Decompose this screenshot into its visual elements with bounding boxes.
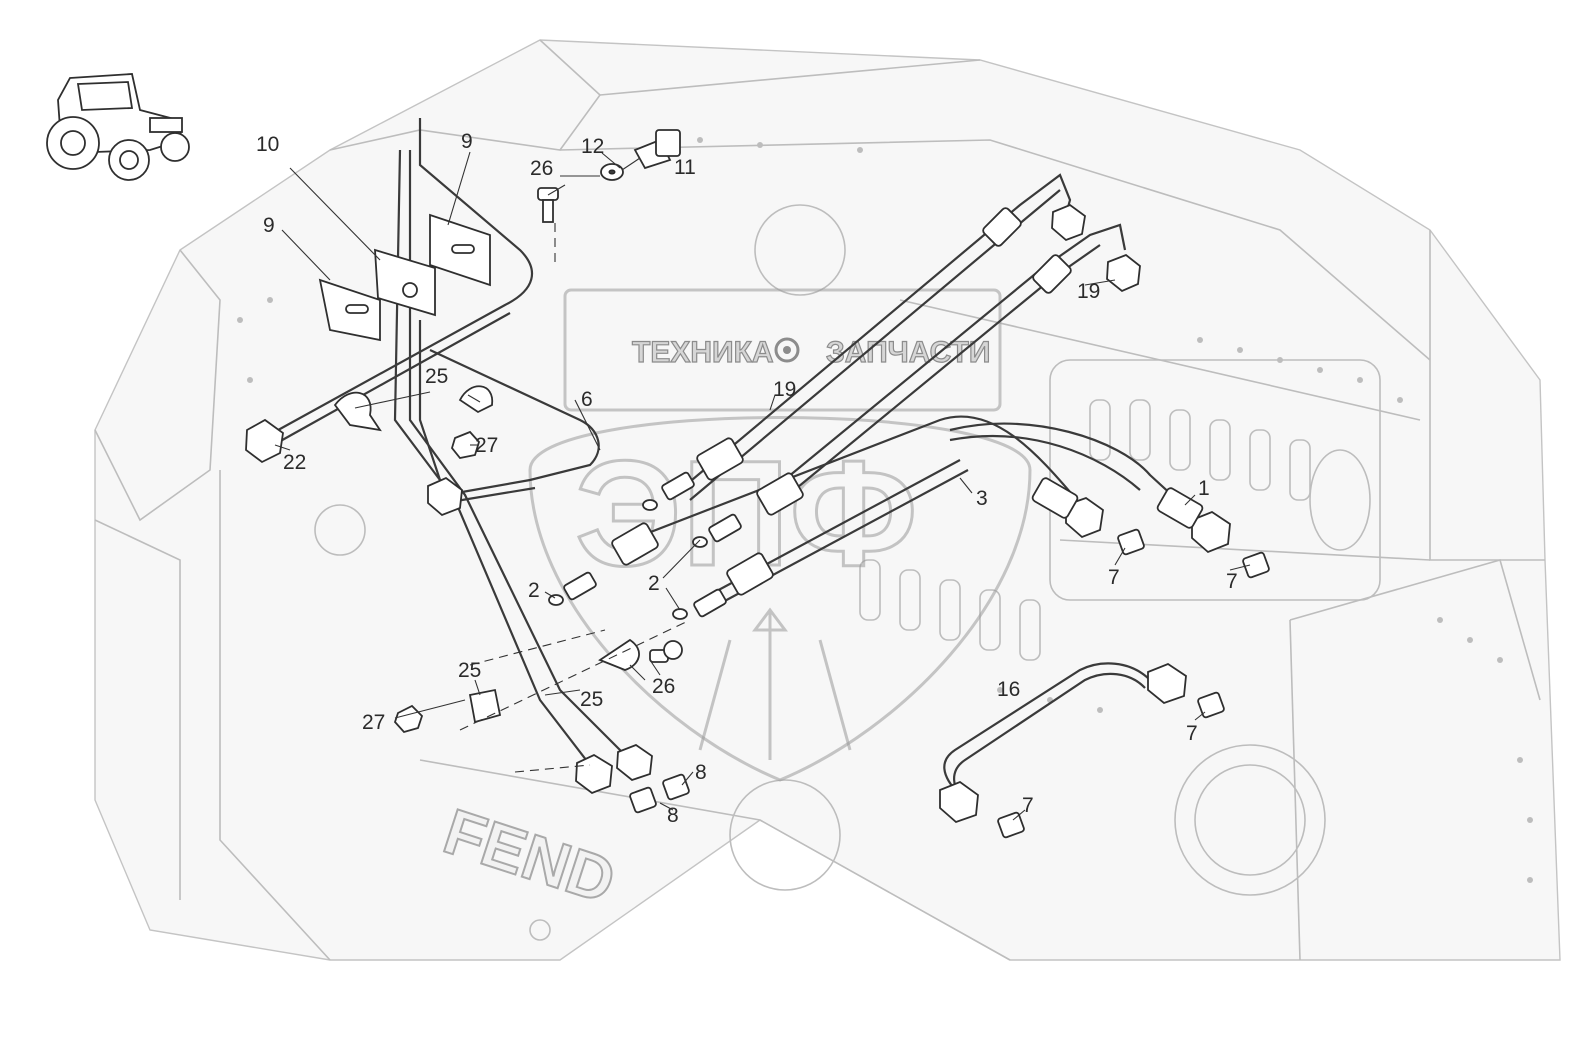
- callout-26: 26: [530, 157, 553, 180]
- callout-1: 1: [1198, 477, 1210, 500]
- callout-6: 6: [581, 388, 593, 411]
- callout-labels: 1 2 2 3 6 7 7 7 7 8 8 9 9 10 11 12 16 19…: [256, 130, 1238, 827]
- callout-27: 27: [475, 434, 498, 457]
- callout-11: 11: [674, 156, 696, 179]
- callout-22: 22: [283, 451, 306, 474]
- callout-25: 25: [580, 688, 603, 711]
- callout-9: 9: [461, 130, 473, 153]
- callout-10: 10: [256, 133, 279, 156]
- callout-16: 16: [997, 678, 1020, 701]
- callout-3: 3: [976, 487, 988, 510]
- wheat-emblem: [698, 607, 852, 760]
- callout-25: 25: [425, 365, 448, 388]
- fittings: [245, 129, 1270, 839]
- callout-19: 19: [773, 378, 796, 401]
- callout-8: 8: [667, 804, 679, 827]
- tractor-icon: [46, 73, 190, 181]
- leader-lines: [274, 151, 1251, 821]
- callout-2: 2: [648, 572, 660, 595]
- callout-19: 19: [1077, 280, 1100, 303]
- callout-12: 12: [581, 135, 604, 158]
- callout-7: 7: [1226, 570, 1238, 593]
- watermark-left-word: ТЕХНИКА: [632, 336, 774, 369]
- callout-7: 7: [1108, 566, 1120, 589]
- gear-icon: [774, 337, 800, 363]
- callout-7: 7: [1186, 722, 1198, 745]
- callout-25: 25: [458, 659, 481, 682]
- callout-2: 2: [528, 579, 540, 602]
- callout-27: 27: [362, 711, 385, 734]
- callout-7: 7: [1022, 794, 1034, 817]
- callout-8: 8: [695, 761, 707, 784]
- callout-26: 26: [652, 675, 675, 698]
- callout-9: 9: [263, 214, 275, 237]
